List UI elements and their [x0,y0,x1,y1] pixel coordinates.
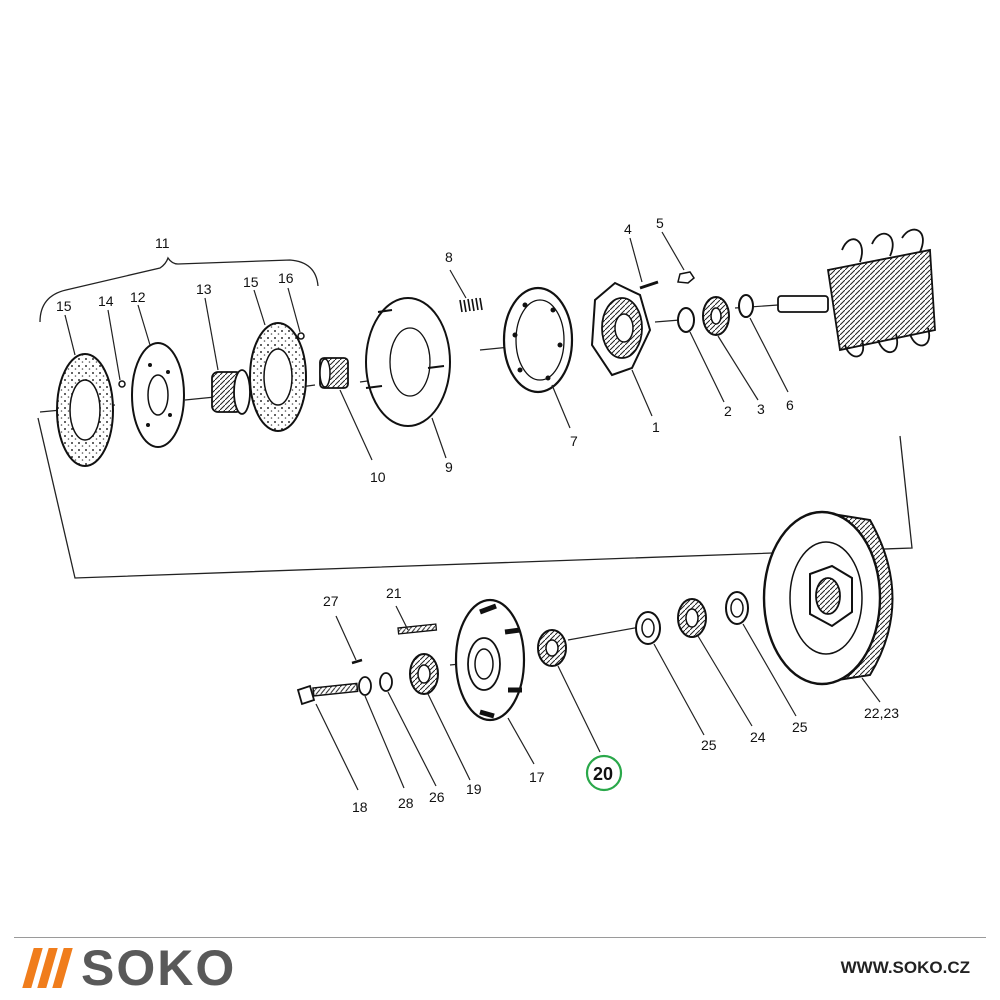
needle-bearing-part-10 [319,357,349,389]
spring-part-8 [459,297,483,313]
flange-housing-part-1 [590,281,652,377]
leader-lines [64,231,881,791]
label-part-24: 24 [750,729,766,745]
friction-disc-part-15-left [56,353,114,467]
label-part-9: 9 [445,459,453,475]
label-part-8: 8 [445,249,453,265]
stud-part-21 [397,623,438,635]
label-part-4: 4 [624,221,632,237]
assembly-outline [37,417,913,579]
ring-part-6 [738,294,754,318]
label-part-28: 28 [398,795,414,811]
label-part-3: 3 [757,401,765,417]
bearing-part-19 [409,653,439,695]
spacer-part-25-right [725,591,749,625]
pressure-plate-part-9 [365,297,451,427]
washer-part-2 [677,307,695,333]
highlight-circle-part-20 [585,754,623,792]
label-part-17: 17 [529,769,545,785]
label-part-12: 12 [130,289,146,305]
washer-part-26 [379,672,393,692]
bearing-part-3 [702,296,730,336]
label-part-18: 18 [352,799,368,815]
label-part-2: 2 [724,403,732,419]
label-part-14: 14 [98,293,114,309]
label-part-25: 25 [792,719,808,735]
bearing-part-24 [677,598,707,638]
pin-part-27 [351,658,363,665]
nut-part-5 [677,271,695,284]
group-bracket-11 [39,256,319,323]
label-part-22-23: 22,23 [864,705,899,721]
clutch-plate-part-12 [131,342,185,448]
label-part-7: 7 [570,433,578,449]
lock-washer-part-28 [358,676,372,696]
label-part-1: 1 [652,419,660,435]
label-part-15: 15 [56,298,72,314]
bolt-part-18 [296,682,359,706]
label-part-10: 10 [370,469,386,485]
hub-flange-part-17 [454,598,526,722]
label-part-16: 16 [278,270,294,286]
brand-logo[interactable]: SOKO [22,940,237,996]
tiller-shaft [777,228,936,358]
rivet-part-14 [118,380,126,388]
cover-plate-part-7 [502,286,574,394]
label-part-19: 19 [466,781,482,797]
label-part-6: 6 [786,397,794,413]
label-part-15: 15 [243,274,259,290]
spacer-part-25-left [635,611,661,645]
friction-disc-part-15-right [249,322,307,432]
footer-divider [14,937,986,938]
label-part-27: 27 [323,593,339,609]
hub-part-13 [211,369,251,415]
logo-stripes-icon [22,948,73,988]
brand-name: SOKO [81,940,237,996]
screw-part-16 [297,332,305,340]
label-part-20: 20 [593,764,613,784]
label-part-25: 25 [701,737,717,753]
label-part-21: 21 [386,585,402,601]
label-part-11: 11 [155,235,170,251]
label-part-26: 26 [429,789,445,805]
exploded-parts-diagram: 11 15 14 12 13 15 16 8 4 5 10 9 7 1 2 3 … [37,215,936,815]
label-part-5: 5 [656,215,664,231]
drum-part-22-23 [762,510,894,686]
website-link[interactable]: WWW.SOKO.CZ [840,958,970,977]
bearing-part-20 [537,629,567,667]
pin-part-4 [639,280,659,290]
label-part-13: 13 [196,281,212,297]
